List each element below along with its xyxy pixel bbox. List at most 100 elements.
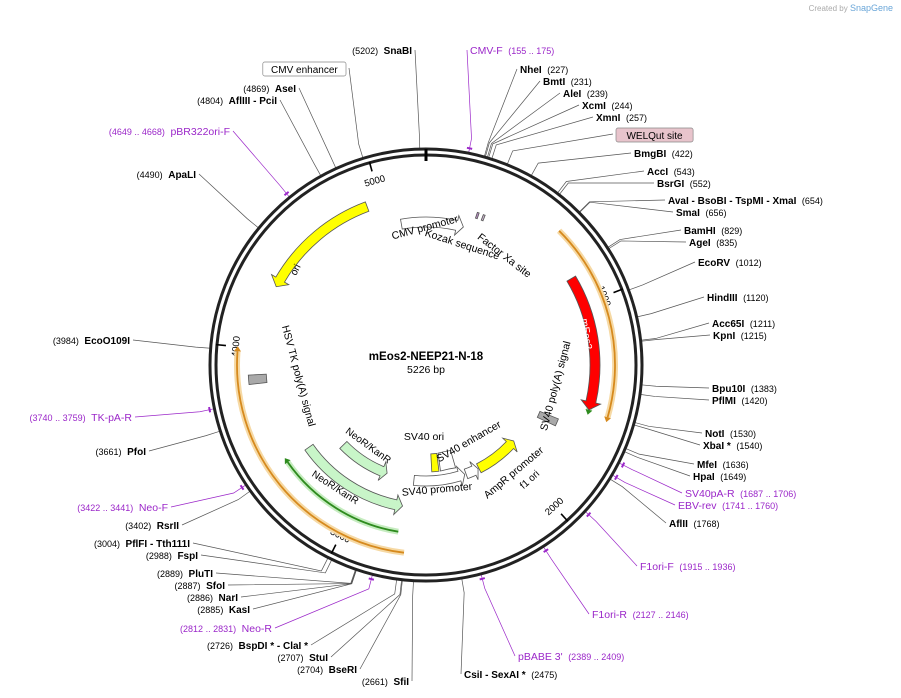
site-coord: (4869)	[243, 84, 269, 94]
site-label-text: NotI (1530)	[705, 429, 756, 440]
feature-box-kozak-sequence	[474, 211, 480, 220]
site-label-text: F1ori-F (1915 .. 1936)	[640, 561, 735, 573]
site-coord: (654)	[802, 196, 823, 206]
site-coord: (1215)	[741, 331, 767, 341]
site-label-text: (2707) StuI	[278, 653, 329, 664]
site-label-text: BsrGI (552)	[657, 179, 711, 190]
leader-line-bamhi	[607, 229, 682, 248]
site-coord: (2887)	[175, 581, 201, 591]
label-leader-lines	[132, 49, 711, 682]
site-label-text: (4869) AseI	[243, 84, 296, 95]
leader-line-pluti	[215, 569, 356, 584]
site-label-aflii: AflII (1768)	[669, 519, 719, 530]
site-label-text: XmnI (257)	[596, 113, 647, 124]
feature-arrows	[270, 201, 602, 516]
site-coord: (3004)	[94, 539, 120, 549]
snapgene-credit: Created by SnapGene	[809, 3, 893, 13]
orf-arc-0	[558, 230, 616, 418]
site-name: pBR322ori-F	[170, 126, 230, 138]
site-label-asei: (4869) AseI	[243, 84, 296, 95]
site-label-text: AccI (543)	[647, 167, 695, 178]
site-label-text: (2887) SfoI	[175, 581, 226, 592]
site-label-bspdi-clai: (2726) BspDI * - ClaI *	[207, 641, 308, 652]
site-coord: (1383)	[751, 384, 777, 394]
site-label-text: pBABE 3' (2389 .. 2409)	[518, 651, 624, 663]
site-coord: (2812 .. 2831)	[180, 624, 236, 634]
leader-line-pbr322ori-f	[232, 130, 290, 198]
feature-label-ori-inner: ori	[289, 263, 304, 278]
site-label-alei: AleI (239)	[563, 89, 608, 100]
feature-arrow-ori-1	[270, 201, 370, 288]
feature-box-sv40-poly-a-signal	[536, 410, 559, 427]
feature-arrow-meos2-2	[566, 275, 602, 411]
site-label-rsrii: (3402) RsrII	[125, 521, 179, 532]
site-label-cmv-enhancer: CMV enhancer	[262, 61, 347, 77]
site-label-avai-bsobi-tspmi-xmai: AvaI - BsoBI - TspMI - XmaI (654)	[668, 196, 823, 207]
site-coord: (4649 .. 4668)	[109, 127, 165, 137]
site-label-text: (4490) ApaLI	[137, 170, 197, 181]
site-label-kpni: KpnI (1215)	[713, 331, 767, 342]
leader-line-bsrgi	[558, 182, 655, 196]
tick-mark-3000	[330, 544, 337, 554]
leader-line-afliii-pcii	[279, 99, 322, 177]
site-coord: (422)	[672, 149, 693, 159]
leader-line-xcmi	[488, 104, 580, 159]
site-label-sfii: (2661) SfiI	[362, 677, 409, 688]
site-label-f1ori-f: F1ori-F (1915 .. 1936)	[640, 561, 735, 573]
site-coord: (2988)	[146, 551, 172, 561]
site-label-sfoi: (2887) SfoI	[175, 581, 226, 592]
site-label-text: (2726) BspDI * - ClaI *	[207, 641, 308, 652]
site-coord: (2885)	[197, 605, 223, 615]
site-label-smai: SmaI (656)	[676, 208, 726, 219]
site-label-fspi: (2988) FspI	[146, 551, 198, 562]
site-coord: (2886)	[187, 593, 213, 603]
site-label-bmgbi: BmgBI (422)	[634, 149, 693, 160]
leader-line-noti	[634, 422, 703, 434]
feature-box-factor-xa-site	[480, 214, 486, 222]
primer-site-mark-tk-pa-r	[208, 406, 212, 413]
site-label-text: (3402) RsrII	[125, 521, 179, 532]
site-label-text: EBV-rev (1741 .. 1760)	[678, 500, 778, 512]
site-coord: (3402)	[125, 521, 151, 531]
site-label-hpai: HpaI (1649)	[693, 472, 746, 483]
leader-line-bmgbi	[530, 152, 632, 177]
site-label-text: (3740 .. 3759) TK-pA-R	[30, 412, 133, 424]
site-name: PflMI	[712, 396, 736, 407]
center-title: mEos2-NEEP21-N-18 5226 bp	[369, 351, 484, 376]
site-coord: (231)	[571, 77, 592, 87]
site-label-text: (2889) PluTI	[157, 569, 213, 580]
leader-line-f1ori-f	[584, 510, 638, 567]
site-name: Bpu10I	[712, 384, 746, 395]
site-label-text: (2704) BseRI	[297, 665, 357, 676]
feature-box-hsv-tk-poly-a-signal	[247, 373, 268, 385]
site-label-bpu10i: Bpu10I (1383)	[712, 384, 777, 395]
tick-mark-4000	[215, 343, 227, 347]
site-name: SfiI	[393, 677, 409, 688]
site-coord: (3984)	[53, 336, 79, 346]
site-label-kasi: (2885) KasI	[197, 605, 250, 616]
site-label-text: (5202) SnaBI	[352, 46, 412, 57]
site-label-text: SV40pA-R (1687 .. 1706)	[685, 488, 796, 500]
leader-line-alei	[486, 92, 561, 158]
site-name: StuI	[309, 653, 328, 664]
leader-line-pfoi	[148, 430, 221, 452]
site-label-text: XcmI (244)	[582, 101, 632, 112]
site-name: BmtI	[543, 77, 565, 88]
site-coord: (2889)	[157, 569, 183, 579]
orf-arrowhead-0	[604, 416, 611, 423]
site-name: SfoI	[206, 581, 225, 592]
site-label-text: (2661) SfiI	[362, 677, 409, 688]
site-name: CMV-F	[470, 45, 503, 57]
leader-line-cmv-f	[466, 49, 472, 154]
site-label-text: MfeI (1636)	[697, 460, 749, 471]
site-name: AleI	[563, 89, 582, 100]
site-label-bamhi: BamHI (829)	[684, 226, 742, 237]
site-coord: (1540)	[736, 441, 762, 451]
site-label-name: WELQut site	[626, 131, 683, 142]
site-name: SV40pA-R	[685, 488, 735, 500]
site-name: XbaI *	[703, 441, 731, 452]
site-name: EBV-rev	[678, 500, 717, 512]
site-label-text: (4649 .. 4668) pBR322ori-F	[109, 126, 230, 138]
site-coord: (4804)	[197, 96, 223, 106]
site-coord: (1768)	[693, 519, 719, 529]
